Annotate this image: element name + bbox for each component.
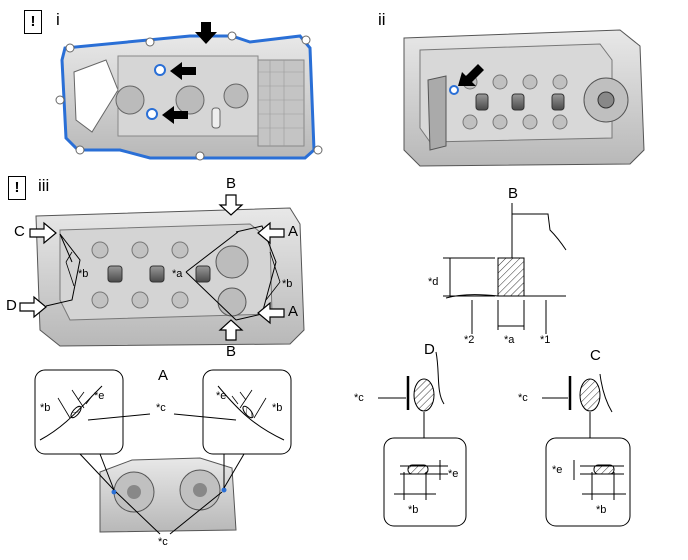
detail-c-b: *b: [596, 504, 607, 516]
bead-c-top: [593, 464, 615, 475]
detail-c-title: C: [590, 347, 601, 364]
hollow-arrow-down-icon: [218, 194, 244, 216]
arrow-down-left-icon: [458, 64, 484, 86]
section-b-a: *a: [504, 334, 515, 346]
callout-a-upper: A: [288, 223, 299, 240]
detail-a-right-b: *b: [272, 402, 283, 414]
detail-a-right-e: *e: [216, 390, 227, 402]
hollow-arrow-right-icon: [19, 295, 47, 319]
label-b-right: *b: [282, 278, 293, 290]
hollow-arrow-left-icon: [257, 301, 285, 325]
detail-c-c: *c: [518, 392, 528, 404]
bead-d-top: [407, 464, 429, 475]
detail-a-c-bottom: *c: [158, 536, 168, 548]
callout-a-lower: A: [288, 303, 299, 320]
panel-iii-label: iii: [38, 176, 50, 195]
hollow-arrow-left-icon: [257, 221, 285, 245]
callout-b-bottom: B: [226, 343, 237, 360]
callout-d: D: [6, 297, 17, 314]
section-b-title: B: [508, 185, 519, 202]
hollow-arrow-right-icon: [29, 221, 57, 245]
label-b-left: *b: [78, 268, 89, 280]
detail-a-left-b: *b: [40, 402, 51, 414]
section-b-2: *2: [464, 334, 475, 346]
detail-d-c: *c: [354, 392, 364, 404]
hollow-arrow-up-icon: [218, 319, 244, 341]
arrow-down-icon: [195, 22, 217, 44]
detail-d-e: *e: [448, 468, 459, 480]
section-b-d: *d: [428, 276, 439, 288]
arrow-left-icon: [162, 106, 188, 124]
detail-a-left-e: *e: [94, 390, 105, 402]
detail-a-title: A: [158, 367, 169, 384]
seal-lines: [45, 225, 277, 321]
panel-ii-label: ii: [378, 10, 386, 29]
detail-d-drawing: [378, 351, 467, 527]
detail-d-b: *b: [408, 504, 419, 516]
sealant-bead-section: [497, 257, 525, 297]
detail-a-c-label: *c: [156, 402, 166, 414]
bead-d-section: [413, 378, 435, 412]
head-cover-illustration: [55, 31, 323, 161]
warning-icon: !: [24, 10, 42, 34]
label-a-mid: *a: [172, 268, 183, 280]
bead-c-section: [579, 378, 601, 412]
arrow-left-icon: [170, 62, 196, 80]
engine-top-illustration: [35, 207, 305, 347]
cylinder-head-illustration: [403, 29, 645, 167]
callout-b-top: B: [226, 175, 237, 192]
callout-c: C: [14, 223, 25, 240]
panel-i-label: i: [56, 10, 60, 29]
section-b-1: *1: [540, 334, 551, 346]
warning-icon: !: [8, 176, 26, 200]
detail-a-engine-front: [99, 457, 237, 533]
detail-c-e: *e: [552, 464, 563, 476]
detail-d-title: D: [424, 341, 435, 358]
